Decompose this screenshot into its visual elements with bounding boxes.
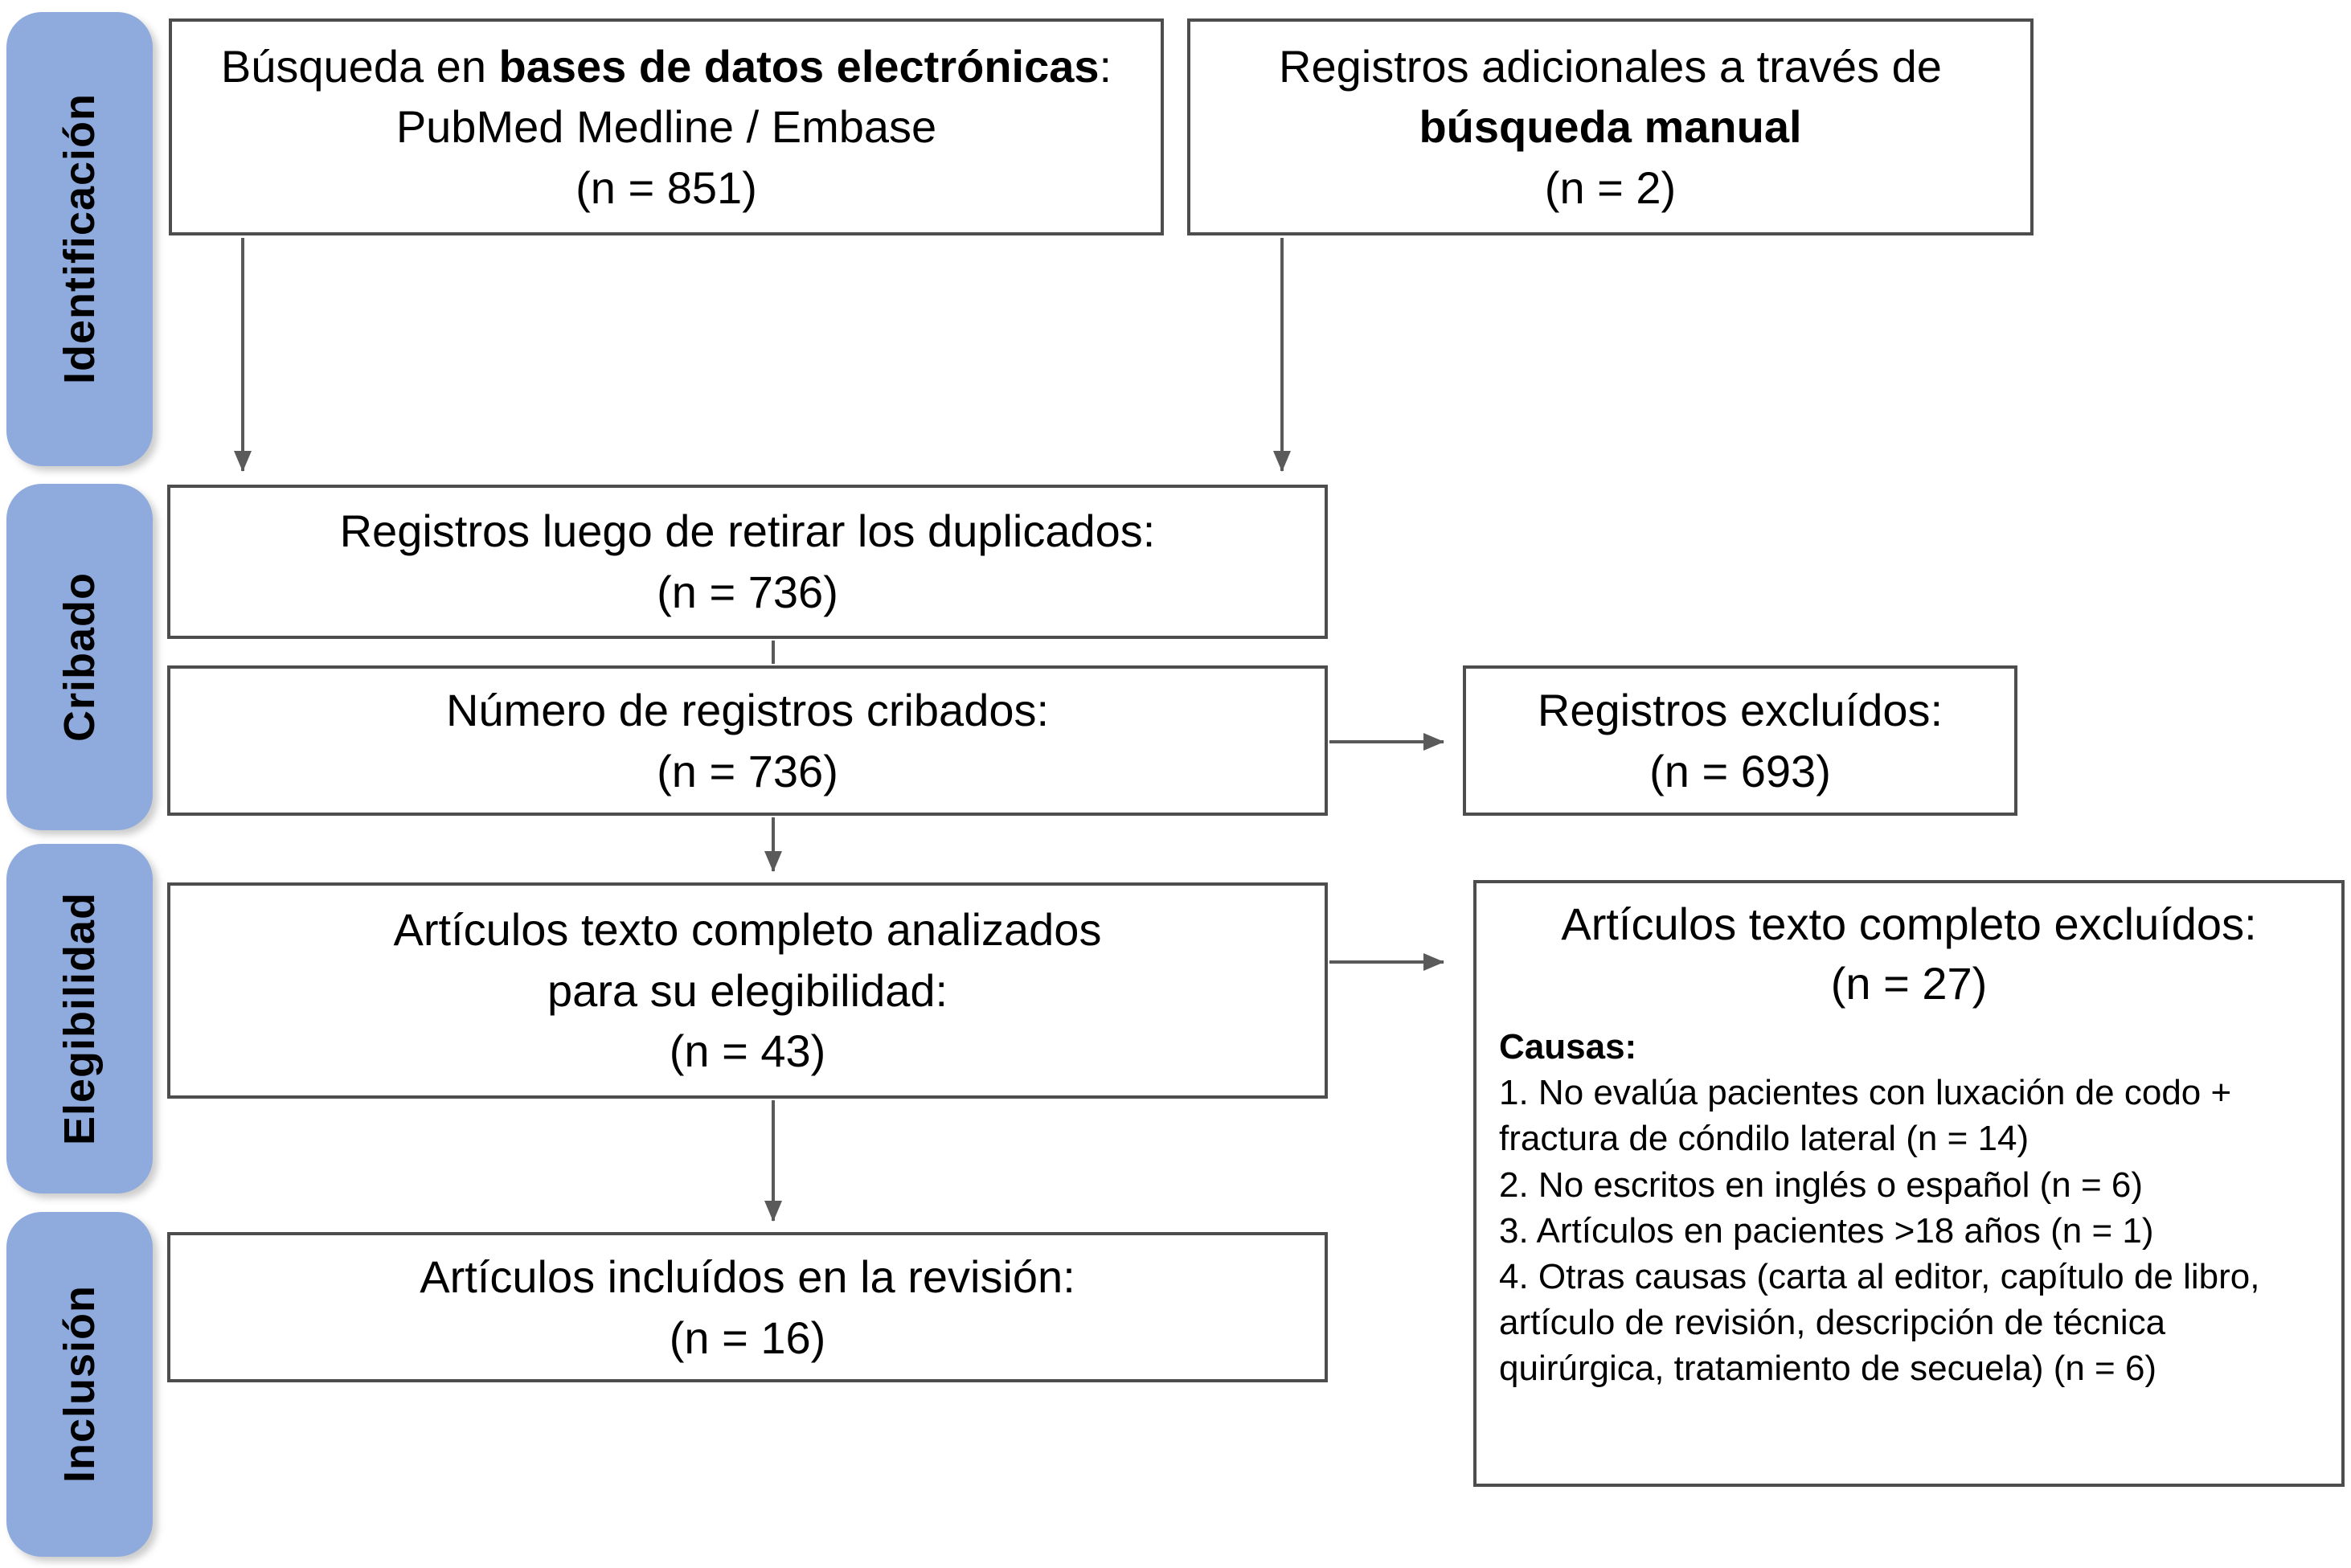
box-deduplicated-records: Registros luego de retirar los duplicado… [167, 485, 1328, 639]
box-included-in-review: Artículos incluídos en la revisión: (n =… [167, 1232, 1328, 1382]
cause-item-4: 4. Otras causas (carta al editor, capítu… [1499, 1256, 2260, 1389]
manual-search-line2: búsqueda manual [1419, 101, 1802, 153]
stage-identificacion: Identificación [6, 12, 153, 466]
box-manual-search: Registros adicionales a través de búsque… [1187, 18, 2034, 235]
fulltext-assessed-line1: Artículos texto completo analizados [393, 904, 1102, 956]
fulltext-excluded-line1: Artículos texto completo excluídos: [1561, 899, 2257, 949]
stage-identificacion-label: Identificación [55, 93, 104, 385]
stage-inclusion-label: Inclusión [55, 1285, 104, 1484]
cause-item-2: 2. No escritos en inglés o español (n = … [1499, 1165, 2144, 1205]
db-search-line1-pre: Búsqueda en [220, 40, 499, 92]
deduplicated-count: (n = 736) [657, 567, 838, 617]
deduplicated-line1: Registros luego de retirar los duplicado… [339, 506, 1156, 557]
screened-count: (n = 736) [657, 745, 838, 796]
stage-elegibilidad-label: Elegibilidad [55, 891, 104, 1146]
box-records-screened: Número de registros cribados: (n = 736) [167, 665, 1328, 816]
stage-inclusion: Inclusión [6, 1212, 153, 1557]
box-fulltext-assessed: Artículos texto completo analizados para… [167, 882, 1328, 1099]
stage-cribado: Cribado [6, 484, 153, 830]
screened-line1: Número de registros cribados: [445, 684, 1050, 735]
manual-search-count: (n = 2) [1544, 162, 1677, 213]
db-search-count: (n = 851) [575, 162, 757, 213]
box-records-excluded: Registros excluídos: (n = 693) [1463, 665, 2017, 816]
db-search-line1-bold: bases de datos electrónicas [498, 40, 1100, 92]
cause-item-1: 1. No evalúa pacientes con luxación de c… [1499, 1073, 2232, 1159]
manual-search-line1: Registros adicionales a través de [1279, 40, 1942, 92]
stage-cribado-label: Cribado [55, 571, 104, 742]
fulltext-assessed-line2: para su elegibilidad: [547, 964, 948, 1016]
box-fulltext-excluded: Artículos texto completo excluídos: (n =… [1473, 880, 2345, 1487]
db-search-line1: Búsqueda en bases de datos electrónicas: [221, 36, 1112, 97]
cause-item-3: 3. Artículos en pacientes >18 años (n = … [1499, 1210, 2154, 1251]
records-excluded-count: (n = 693) [1649, 745, 1831, 796]
fulltext-excluded-count: (n = 27) [1830, 958, 1988, 1009]
db-search-line1-post: : [1099, 40, 1112, 92]
db-search-line2: PubMed Medline / Embase [395, 101, 937, 153]
fulltext-assessed-count: (n = 43) [669, 1026, 826, 1077]
stage-elegibilidad: Elegibilidad [6, 844, 153, 1193]
included-line1: Artículos incluídos en la revisión: [420, 1251, 1075, 1302]
box-database-search: Búsqueda en bases de datos electrónicas:… [169, 18, 1164, 235]
records-excluded-line1: Registros excluídos: [1537, 684, 1943, 735]
causes-label: Causas: [1499, 1026, 1637, 1066]
included-count: (n = 16) [669, 1312, 826, 1363]
